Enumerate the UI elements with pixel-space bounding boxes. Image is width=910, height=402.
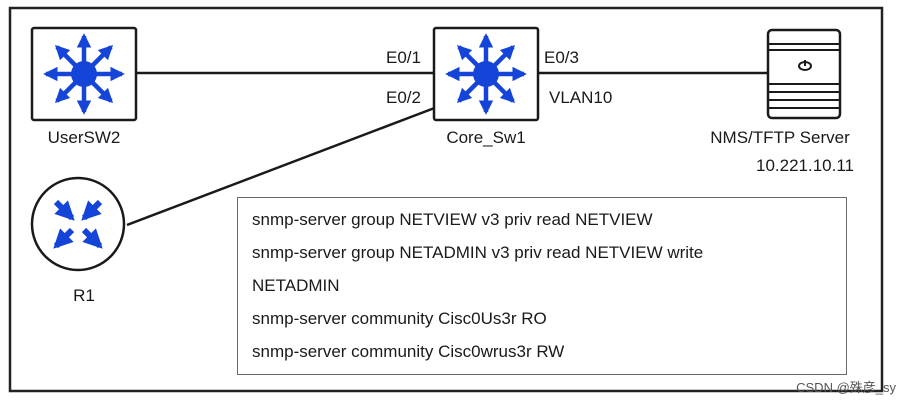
- server-icon: [766, 28, 842, 120]
- interface-e02-label: E0/2: [386, 88, 421, 107]
- interface-e03-label: E0/3: [544, 48, 579, 67]
- config-line: snmp-server community Cisc0wrus3r RW: [252, 342, 565, 361]
- config-line: snmp-server group NETVIEW v3 priv read N…: [252, 210, 653, 229]
- vlan-label: VLAN10: [549, 88, 612, 107]
- nms-ip-label: 10.221.10.11: [756, 156, 854, 175]
- r1-label: R1: [73, 286, 95, 305]
- config-line: snmp-server group NETADMIN v3 priv read …: [252, 243, 704, 262]
- router-icon: [30, 176, 126, 272]
- diagram-frame: [8, 6, 884, 393]
- watermark: CSDN @殊彦_sy: [796, 380, 896, 395]
- interface-e01-label: E0/1: [386, 48, 421, 67]
- switch-icon: [30, 26, 138, 122]
- nms-server-label: NMS/TFTP Server: [710, 128, 850, 147]
- config-line: snmp-server community Cisc0Us3r RO: [252, 309, 547, 328]
- config-line: NETADMIN: [252, 276, 340, 295]
- usersw2-label: UserSW2: [48, 128, 121, 147]
- link-core-r1: [126, 102, 446, 227]
- core-sw1-label: Core_Sw1: [446, 128, 525, 147]
- snmp-config-box: snmp-server group NETVIEW v3 priv read N…: [237, 197, 847, 375]
- switch-icon: [432, 26, 540, 122]
